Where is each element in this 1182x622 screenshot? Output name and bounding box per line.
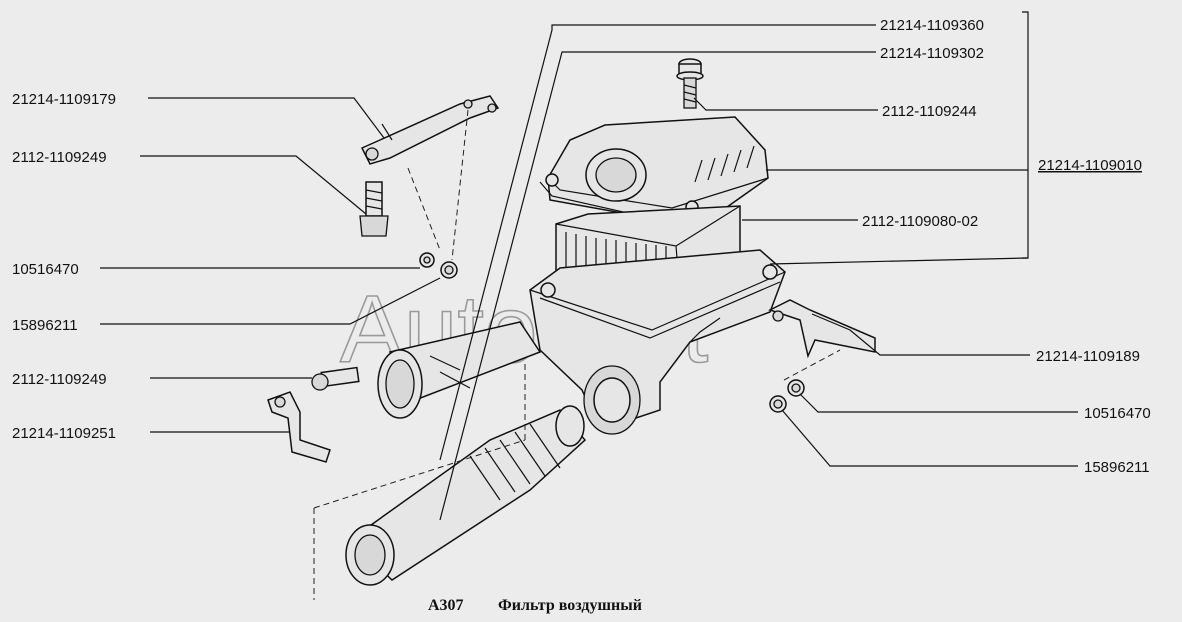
filter-housing-part <box>529 249 786 435</box>
stud-upper-part <box>359 181 389 237</box>
stud-lower-part <box>311 366 360 391</box>
callout-21214-1109179: 21214-1109179 <box>12 91 116 108</box>
bracket-upper-part <box>360 95 500 165</box>
washer-nut-left-part <box>419 252 458 279</box>
washer-nut-right-part <box>769 379 805 413</box>
callout-21214-1109360: 21214-1109360 <box>880 17 984 34</box>
leader-lines <box>100 11 1078 521</box>
callout-15896211-right: 15896211 <box>1084 459 1150 476</box>
bolt-part <box>676 58 704 109</box>
callout-21214-1109189: 21214-1109189 <box>1036 348 1140 365</box>
filter-cover-part <box>539 116 769 223</box>
callout-2112-1109080-02: 2112-1109080-02 <box>862 213 978 230</box>
callout-21214-1109251: 21214-1109251 <box>12 425 116 442</box>
callout-2112-1109249-lower: 2112-1109249 <box>12 371 107 388</box>
callout-15896211-left: 15896211 <box>12 317 78 334</box>
caption-title: Фильтр воздушный <box>498 597 642 614</box>
callout-10516470-right: 10516470 <box>1084 405 1151 422</box>
caption-code: А307 <box>428 597 464 614</box>
bracket-lower-part <box>267 391 331 463</box>
assembly-dashed-lines <box>313 109 841 600</box>
callout-21214-1109302: 21214-1109302 <box>880 45 984 62</box>
callout-2112-1109244: 2112-1109244 <box>882 103 977 120</box>
corrugated-hose-part <box>345 405 587 586</box>
bracket-right-part <box>768 299 876 359</box>
callout-21214-1109010: 21214-1109010 <box>1038 157 1142 174</box>
callout-2112-1109249-upper: 2112-1109249 <box>12 149 107 166</box>
callout-10516470-left: 10516470 <box>12 261 79 278</box>
